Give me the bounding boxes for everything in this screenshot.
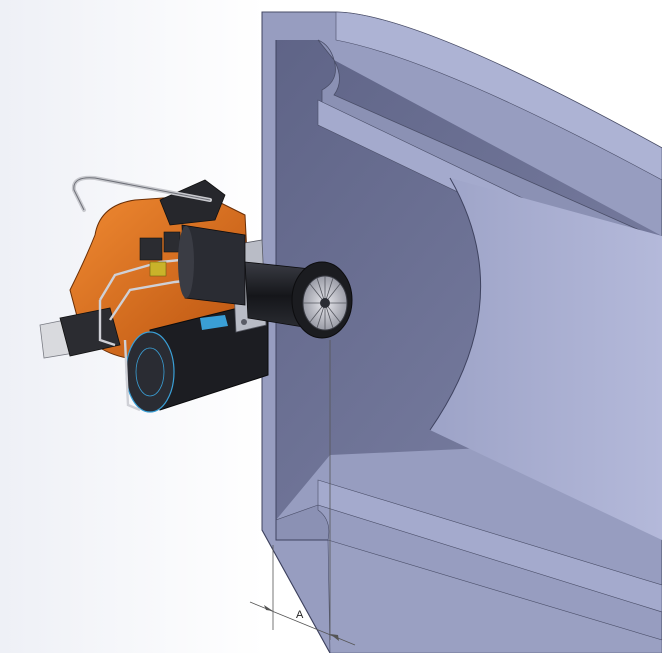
bottom-rail bbox=[317, 479, 662, 613]
valve-1 bbox=[139, 237, 163, 261]
combustion-chamber bbox=[261, 11, 662, 653]
valve-2 bbox=[163, 231, 181, 253]
frame-outer-edge bbox=[261, 12, 331, 653]
fan-icon bbox=[302, 275, 348, 331]
bottom-outer-edge bbox=[327, 539, 662, 653]
dimension-arrow-right bbox=[330, 634, 339, 641]
dimension-a: A bbox=[249, 340, 356, 646]
frame-inner-edge bbox=[275, 40, 328, 541]
burner-assembly bbox=[39, 175, 353, 413]
dimension-arrow-left bbox=[264, 605, 273, 611]
dimension-label: A bbox=[296, 609, 304, 621]
handle-icon bbox=[71, 175, 212, 212]
curve-edge bbox=[429, 177, 482, 431]
flange-bolt bbox=[241, 319, 247, 325]
blue-bracket bbox=[200, 315, 228, 330]
curved-inner-surface bbox=[430, 178, 662, 540]
burner-top-box bbox=[159, 179, 226, 226]
pump-head bbox=[59, 307, 121, 357]
valve-fitting bbox=[149, 261, 167, 277]
top-outer-edge bbox=[335, 11, 662, 181]
